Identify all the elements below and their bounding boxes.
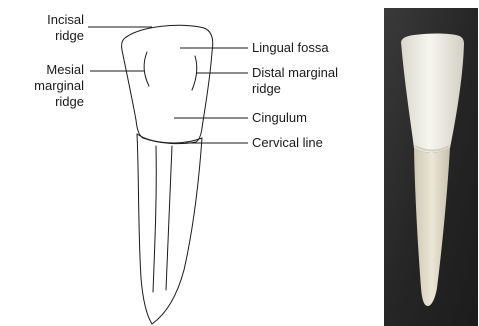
label-mesial-marginal-ridge: Mesial marginal ridge	[14, 62, 84, 110]
label-lingual-fossa: Lingual fossa	[252, 40, 329, 56]
label-distal-marginal-ridge: Distal marginal ridge	[252, 65, 338, 97]
label-incisal-ridge: Incisal ridge	[28, 12, 84, 44]
label-cingulum: Cingulum	[252, 110, 307, 126]
label-lingual-fossa-text: Lingual fossa	[252, 40, 329, 56]
tooth-photograph	[384, 8, 478, 326]
crown-outline	[122, 25, 213, 143]
label-cervical-line: Cervical line	[252, 135, 323, 151]
cervical-line-curve	[137, 134, 202, 143]
label-cingulum-text: Cingulum	[252, 110, 307, 126]
mesial-marginal-ridge-line	[144, 52, 149, 86]
root-outline	[137, 134, 152, 324]
root-outline-distal	[152, 138, 202, 324]
label-incisal-ridge-text: Incisal ridge	[28, 12, 84, 44]
label-mesial-marginal-ridge-text: Mesial marginal ridge	[14, 62, 84, 110]
label-distal-marginal-ridge-text: Distal marginal ridge	[252, 65, 338, 97]
label-cervical-line-text: Cervical line	[252, 135, 323, 151]
distal-marginal-ridge-line	[192, 56, 197, 90]
root-depression-line-2	[153, 146, 156, 292]
root-depression-line	[166, 146, 172, 290]
